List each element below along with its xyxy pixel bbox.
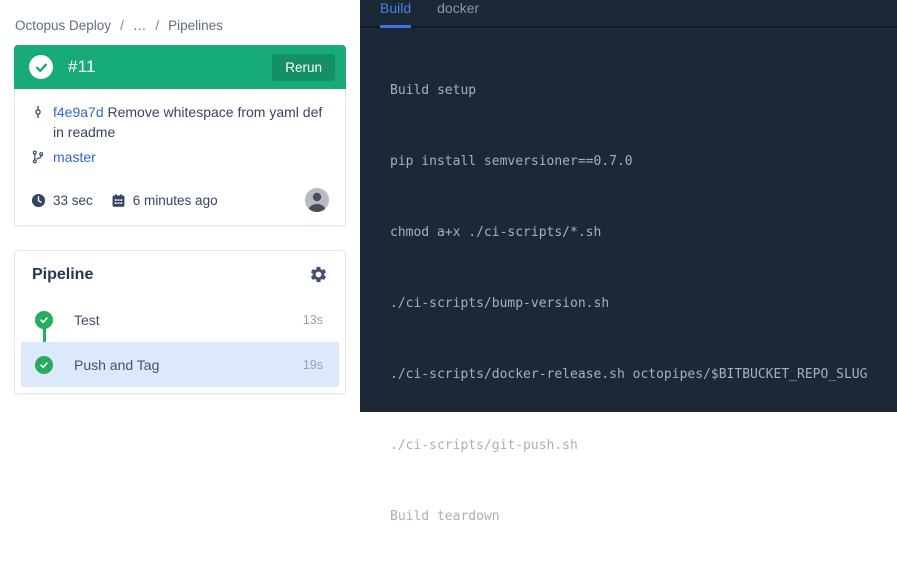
commit-row: f4e9a7d Remove whitespace from yaml def … [31,102,329,142]
branch-icon [31,150,45,164]
step-label: Push and Tag [74,356,160,373]
breadcrumb-separator: / [155,18,160,33]
log-line[interactable]: pip install semversioner==0.7.0 [390,154,633,169]
duration-meta: 33 sec [31,193,93,208]
build-meta-row: 33 sec 6 minutes ago [31,188,329,212]
tab-build[interactable]: Build [380,0,412,28]
commit-text: f4e9a7d Remove whitespace from yaml def … [53,102,329,142]
log-line[interactable]: chmod a+x ./ci-scripts/*.sh [390,225,602,240]
pipeline-card: Pipeline Test 13s [14,250,346,394]
time-ago-text: 6 minutes ago [132,192,218,208]
gear-icon [309,265,328,284]
log-line[interactable]: Build setup [390,83,477,98]
build-status-banner: #11 Rerun [14,45,346,89]
step-duration: 13s [302,312,323,327]
pipeline-step-push-and-tag[interactable]: Push and Tag 19s [21,342,339,387]
duration-text: 33 sec [53,192,93,208]
breadcrumb-repo-link[interactable]: Octopus Deploy [15,18,112,33]
log-tab-bar: Build docker [360,0,897,28]
breadcrumb-ellipsis-link[interactable]: … [132,18,147,33]
breadcrumb: Octopus Deploy / … / Pipelines [0,0,360,33]
build-log-panel: Build docker Build setup pip install sem… [360,0,897,524]
pipeline-settings-button[interactable] [309,265,328,284]
log-line[interactable]: ./ci-scripts/git-push.sh [390,438,578,453]
rerun-button[interactable]: Rerun [272,53,335,81]
pipeline-header: Pipeline [15,251,345,297]
pipeline-title: Pipeline [32,265,94,283]
build-summary-panel: Octopus Deploy / … / Pipelines #11 Rerun… [0,0,360,412]
log-line[interactable]: Build teardown [390,509,500,524]
success-check-icon [29,55,53,79]
log-line[interactable]: ./ci-scripts/docker-release.sh octopipes… [390,367,868,382]
step-duration: 19s [302,357,323,372]
clock-icon [31,193,46,208]
step-label: Test [74,311,100,328]
breadcrumb-separator: / [120,18,124,33]
branch-row: master [31,149,329,165]
log-line[interactable]: ./ci-scripts/bump-version.sh [390,296,610,311]
pipeline-step-test[interactable]: Test 13s [21,297,339,342]
commit-hash-link[interactable]: f4e9a7d [53,104,104,120]
branch-link[interactable]: master [53,149,96,165]
pipeline-steps-list: Test 13s Push and Tag 19s [21,297,339,387]
breadcrumb-pipelines-link[interactable]: Pipelines [168,18,223,33]
step-success-check-icon [35,355,53,374]
tab-docker[interactable]: docker [437,0,480,16]
build-number: #11 [68,57,96,76]
calendar-icon [111,193,126,208]
time-ago-meta: 6 minutes ago [111,193,218,208]
commit-message: Remove whitespace from yaml def in readm… [53,104,323,140]
commit-icon [31,105,45,119]
pipeline-build-page: Octopus Deploy / … / Pipelines #11 Rerun… [0,0,897,524]
commit-info-card: f4e9a7d Remove whitespace from yaml def … [14,89,346,226]
user-avatar[interactable] [305,188,329,212]
step-success-check-icon [35,310,53,329]
build-log-output[interactable]: Build setup pip install semversioner==0.… [360,28,897,581]
